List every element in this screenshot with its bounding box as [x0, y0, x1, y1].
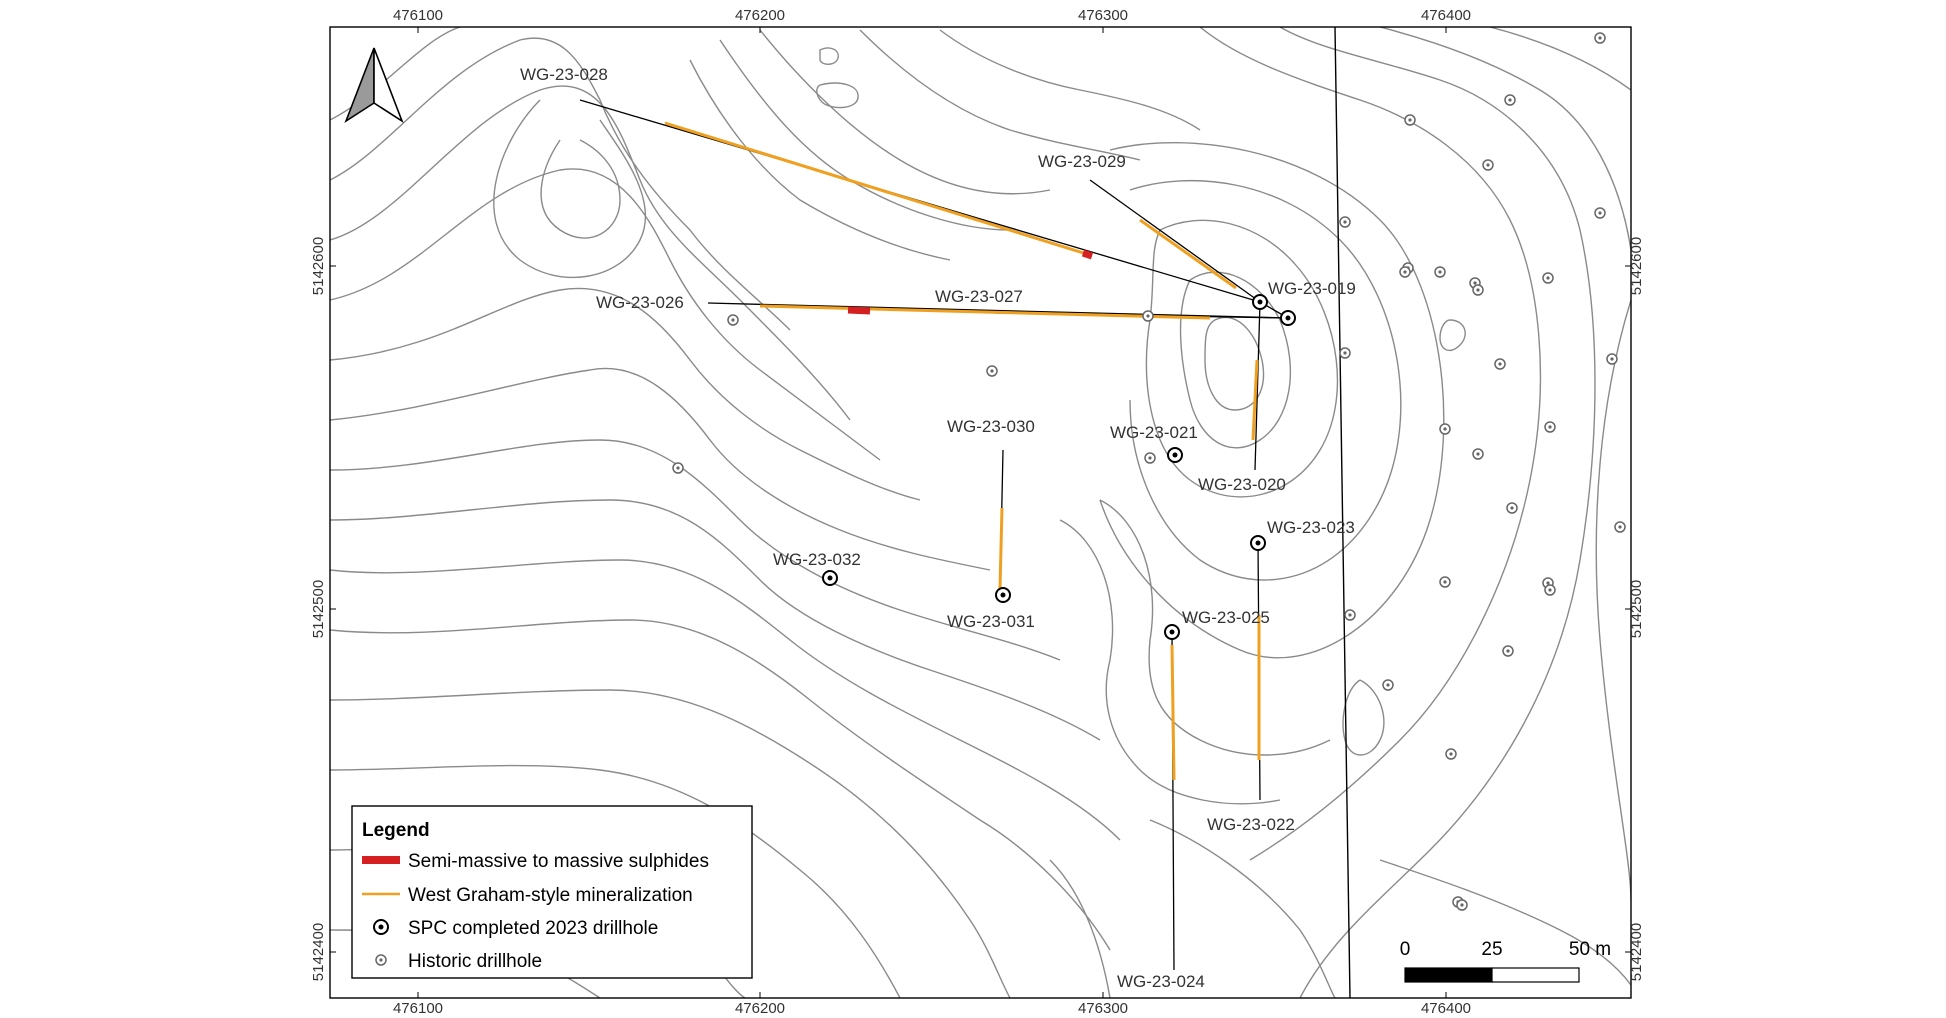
small-circle-icon: [375, 954, 387, 966]
label-wg-23-023: WG-23-023: [1267, 518, 1355, 537]
historic-drillhole-marker: [1472, 284, 1484, 296]
historic-drillhole-marker: [1502, 645, 1514, 657]
label-wg-23-025: WG-23-025: [1182, 608, 1270, 627]
x-tick-top-476100: 476100: [393, 7, 443, 24]
historic-drillhole-marker: [1544, 421, 1556, 433]
historic-drillholes: [672, 32, 1626, 911]
label-wg-23-020: WG-23-020: [1198, 475, 1286, 494]
north-arrow-icon: [344, 47, 404, 123]
historic-drillhole-marker: [1339, 216, 1351, 228]
x-tick-bottom-476200: 476200: [735, 1000, 785, 1017]
historic-drillhole-marker: [1614, 521, 1626, 533]
scale-label-0: 0: [1400, 939, 1411, 960]
historic-drillhole-marker: [1404, 114, 1416, 126]
historic-drillhole-marker: [1594, 207, 1606, 219]
label-wg-23-026: WG-23-026: [596, 293, 684, 312]
spc-drillholes: [822, 294, 1296, 640]
historic-drillhole-marker: [1434, 266, 1446, 278]
spc-drillhole-marker: [1250, 535, 1266, 551]
label-wg-23-031: WG-23-031: [947, 612, 1035, 631]
coordinate-ticks: [330, 27, 1631, 998]
claim-lines: [1334, 26, 1351, 999]
historic-drillhole-marker: [1494, 358, 1506, 370]
y-tick-right-5142500: 5142500: [1628, 580, 1645, 638]
x-tick-bottom-476400: 476400: [1421, 1000, 1471, 1017]
historic-drillhole-marker: [1544, 584, 1556, 596]
label-wg-23-024: WG-23-024: [1117, 972, 1205, 991]
y-tick-left-5142400: 5142400: [310, 923, 327, 981]
historic-drillhole-marker: [672, 462, 684, 474]
map-frame: [329, 26, 1632, 999]
scale-bar-white-segment: [1491, 967, 1580, 983]
massive-sulphide-intervals: [847, 249, 1094, 315]
label-wg-23-019: WG-23-019: [1268, 279, 1356, 298]
spc-drillhole-marker: [1164, 624, 1180, 640]
historic-drillhole-marker: [1399, 266, 1411, 278]
x-tick-bottom-476100: 476100: [393, 1000, 443, 1017]
spc-drillhole-marker: [822, 570, 838, 586]
drillhole-labels: WG-23-019 WG-23-020 WG-23-021 WG-23-022 …: [520, 65, 1356, 991]
spc-drillhole-marker: [1252, 294, 1268, 310]
y-tick-right-5142400: 5142400: [1628, 923, 1645, 981]
historic-drillhole-marker: [1142, 310, 1154, 322]
red-bar-icon: [362, 856, 400, 864]
scale-bar-black-segment: [1404, 967, 1493, 983]
historic-drillhole-marker: [1382, 679, 1394, 691]
historic-drillhole-marker: [1144, 452, 1156, 464]
legend-title: Legend: [362, 820, 430, 841]
legend-label-sulphides: Semi-massive to massive sulphides: [408, 851, 709, 872]
label-wg-23-027: WG-23-027: [935, 287, 1023, 306]
legend: Legend Semi-massive to massive sulphides…: [351, 805, 753, 979]
historic-drillhole-marker: [1445, 748, 1457, 760]
scale-label-25: 25: [1481, 939, 1502, 960]
historic-drillhole-marker: [1606, 353, 1618, 365]
legend-item-historic-drillhole: Historic drillhole: [375, 951, 542, 972]
label-wg-23-030: WG-23-030: [947, 417, 1035, 436]
historic-drillhole-marker: [1482, 159, 1494, 171]
historic-drillhole-marker: [1344, 609, 1356, 621]
historic-drillhole-marker: [1542, 272, 1554, 284]
spc-drillhole-marker: [1280, 310, 1296, 326]
historic-drillhole-marker: [1339, 347, 1351, 359]
x-tick-top-476300: 476300: [1078, 7, 1128, 24]
legend-label-mineralization: West Graham-style mineralization: [408, 885, 693, 906]
label-wg-23-021: WG-23-021: [1110, 423, 1198, 442]
label-wg-23-029: WG-23-029: [1038, 152, 1126, 171]
target-circle-icon: [373, 919, 389, 935]
historic-drillhole-marker: [1506, 502, 1518, 514]
historic-drillhole-marker: [727, 314, 739, 326]
scale-bar: 0 25 50 m: [1400, 939, 1611, 983]
spc-drillhole-marker: [1167, 447, 1183, 463]
historic-drillhole-marker: [1439, 576, 1451, 588]
scale-label-50m: 50 m: [1569, 939, 1611, 960]
legend-item-spc-drillhole: SPC completed 2023 drillhole: [373, 918, 658, 939]
historic-drillhole-marker: [1472, 448, 1484, 460]
historic-drillhole-marker: [1504, 94, 1516, 106]
historic-drillhole-marker: [986, 365, 998, 377]
legend-item-mineralization: West Graham-style mineralization: [362, 885, 693, 906]
label-wg-23-022: WG-23-022: [1207, 815, 1295, 834]
y-tick-right-5142600: 5142600: [1628, 237, 1645, 295]
x-tick-bottom-476300: 476300: [1078, 1000, 1128, 1017]
legend-label-historic-drillhole: Historic drillhole: [408, 951, 542, 972]
legend-label-spc-drillhole: SPC completed 2023 drillhole: [408, 918, 658, 939]
y-tick-left-5142500: 5142500: [310, 580, 327, 638]
mineralization-intervals: [664, 121, 1261, 781]
x-tick-top-476200: 476200: [735, 7, 785, 24]
label-wg-23-032: WG-23-032: [773, 550, 861, 569]
legend-box: [351, 805, 753, 979]
historic-drillhole-marker: [1594, 32, 1606, 44]
label-wg-23-028: WG-23-028: [520, 65, 608, 84]
legend-item-sulphides: Semi-massive to massive sulphides: [362, 851, 709, 872]
spc-drillhole-marker: [995, 587, 1011, 603]
historic-drillhole-marker: [1456, 899, 1468, 911]
y-tick-left-5142600: 5142600: [310, 237, 327, 295]
x-tick-top-476400: 476400: [1421, 7, 1471, 24]
historic-drillhole-marker: [1439, 423, 1451, 435]
